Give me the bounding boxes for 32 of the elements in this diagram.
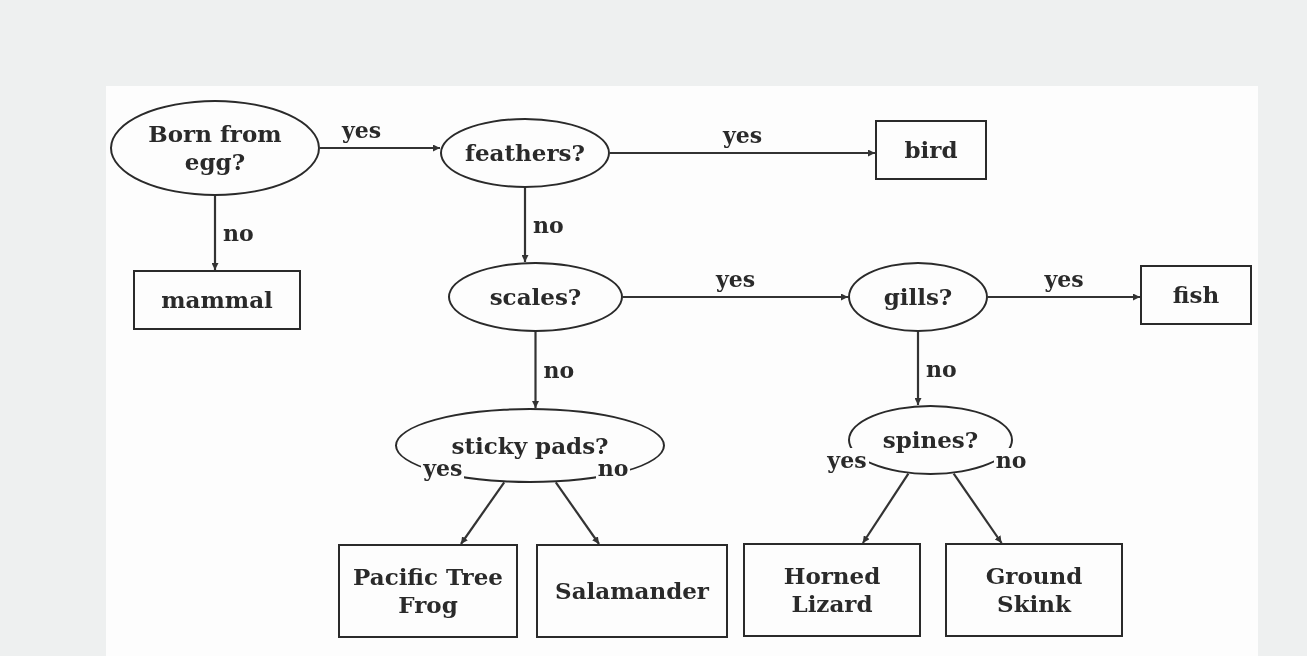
answer-box	[133, 270, 301, 330]
question-text: scales?	[488, 283, 583, 311]
answer-text: Pacific Tree Frog	[352, 563, 504, 619]
answer-box	[338, 544, 518, 638]
arrow	[532, 332, 539, 408]
question-text: feathers?	[464, 139, 586, 167]
arrow	[521, 188, 529, 262]
answer-box	[1140, 265, 1252, 325]
arrow	[623, 293, 848, 301]
arrow	[861, 473, 910, 544]
answer-box	[945, 543, 1123, 637]
arrow	[952, 472, 1003, 544]
arrow	[211, 196, 219, 270]
answer-text: mammal	[160, 286, 274, 314]
answer-text: Salamander	[554, 577, 710, 605]
arrow	[460, 481, 506, 545]
arrow	[320, 144, 440, 152]
answer-text: Horned Lizard	[782, 562, 882, 618]
arrow	[610, 149, 875, 157]
arrow	[554, 481, 600, 545]
answer-text: Ground Skink	[984, 562, 1084, 618]
answer-text: fish	[1171, 281, 1221, 309]
arrow	[988, 293, 1140, 301]
answer-box	[743, 543, 921, 637]
edge-label: yes	[825, 447, 869, 472]
arrow	[914, 332, 922, 405]
question-text: spines?	[881, 426, 980, 454]
answer-text: bird	[903, 136, 959, 164]
answer-box	[875, 120, 987, 180]
question-text: gills?	[882, 283, 954, 311]
question-text: Born from egg?	[147, 120, 283, 176]
answer-box	[536, 544, 728, 638]
